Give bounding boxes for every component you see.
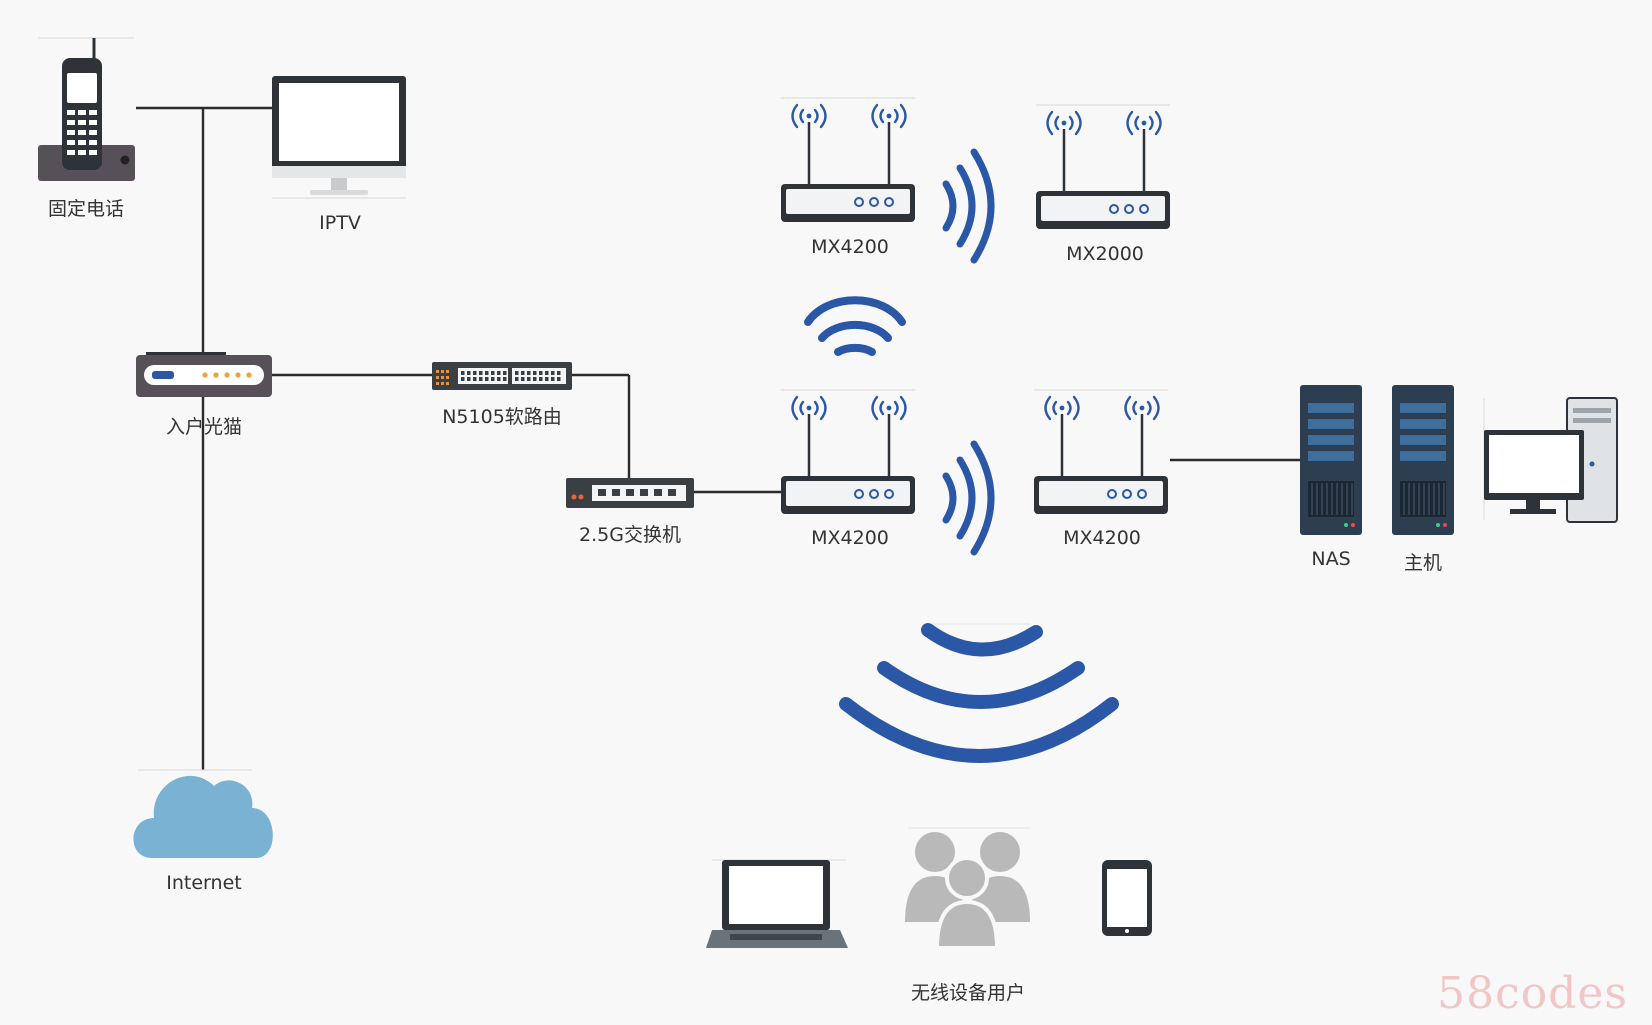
switch-icon: [566, 478, 694, 508]
wifi-icon: [804, 296, 906, 356]
phone-icon: [38, 37, 135, 181]
modem-icon: [136, 352, 272, 397]
wireless-users-icon: [905, 827, 1030, 950]
label-switch: 2.5G交换机: [579, 524, 681, 546]
router-mid-left-icon: [779, 388, 917, 516]
label-router-top-right: MX2000: [1066, 243, 1144, 265]
wifi-broadcast-icon: [839, 623, 1119, 763]
desktop-pc-icon: [1483, 397, 1618, 523]
laptop-icon: [706, 859, 848, 948]
connection-lines: [136, 106, 1300, 770]
label-modem: 入户光猫: [165, 416, 243, 438]
label-host: 主机: [1403, 552, 1443, 574]
soft-router-icon: [432, 362, 572, 390]
router-top-left-icon: [779, 96, 917, 224]
iptv-monitor-icon: [272, 76, 406, 199]
label-router-mid-right: MX4200: [1063, 527, 1141, 549]
host-server-icon: [1391, 384, 1455, 536]
router-top-right-icon: [1034, 103, 1172, 231]
label-nas: NAS: [1311, 548, 1351, 570]
watermark: 58codes: [1437, 968, 1628, 1019]
cloud-icon: [133, 769, 273, 858]
nas-server-icon: [1299, 384, 1363, 536]
label-router-mid-left: MX4200: [811, 527, 889, 549]
tablet-icon: [1102, 860, 1152, 936]
label-phone: 固定电话: [47, 198, 125, 220]
label-soft-router: N5105软路由: [442, 406, 562, 428]
label-wireless-users: 无线设备用户: [910, 982, 1026, 1004]
label-router-top-left: MX4200: [811, 236, 889, 258]
router-mid-right-icon: [1032, 388, 1170, 516]
label-internet: Internet: [166, 872, 242, 894]
wifi-link-mid-icon: [946, 444, 991, 552]
wifi-link-top-icon: [946, 152, 991, 260]
label-iptv: IPTV: [319, 212, 361, 234]
